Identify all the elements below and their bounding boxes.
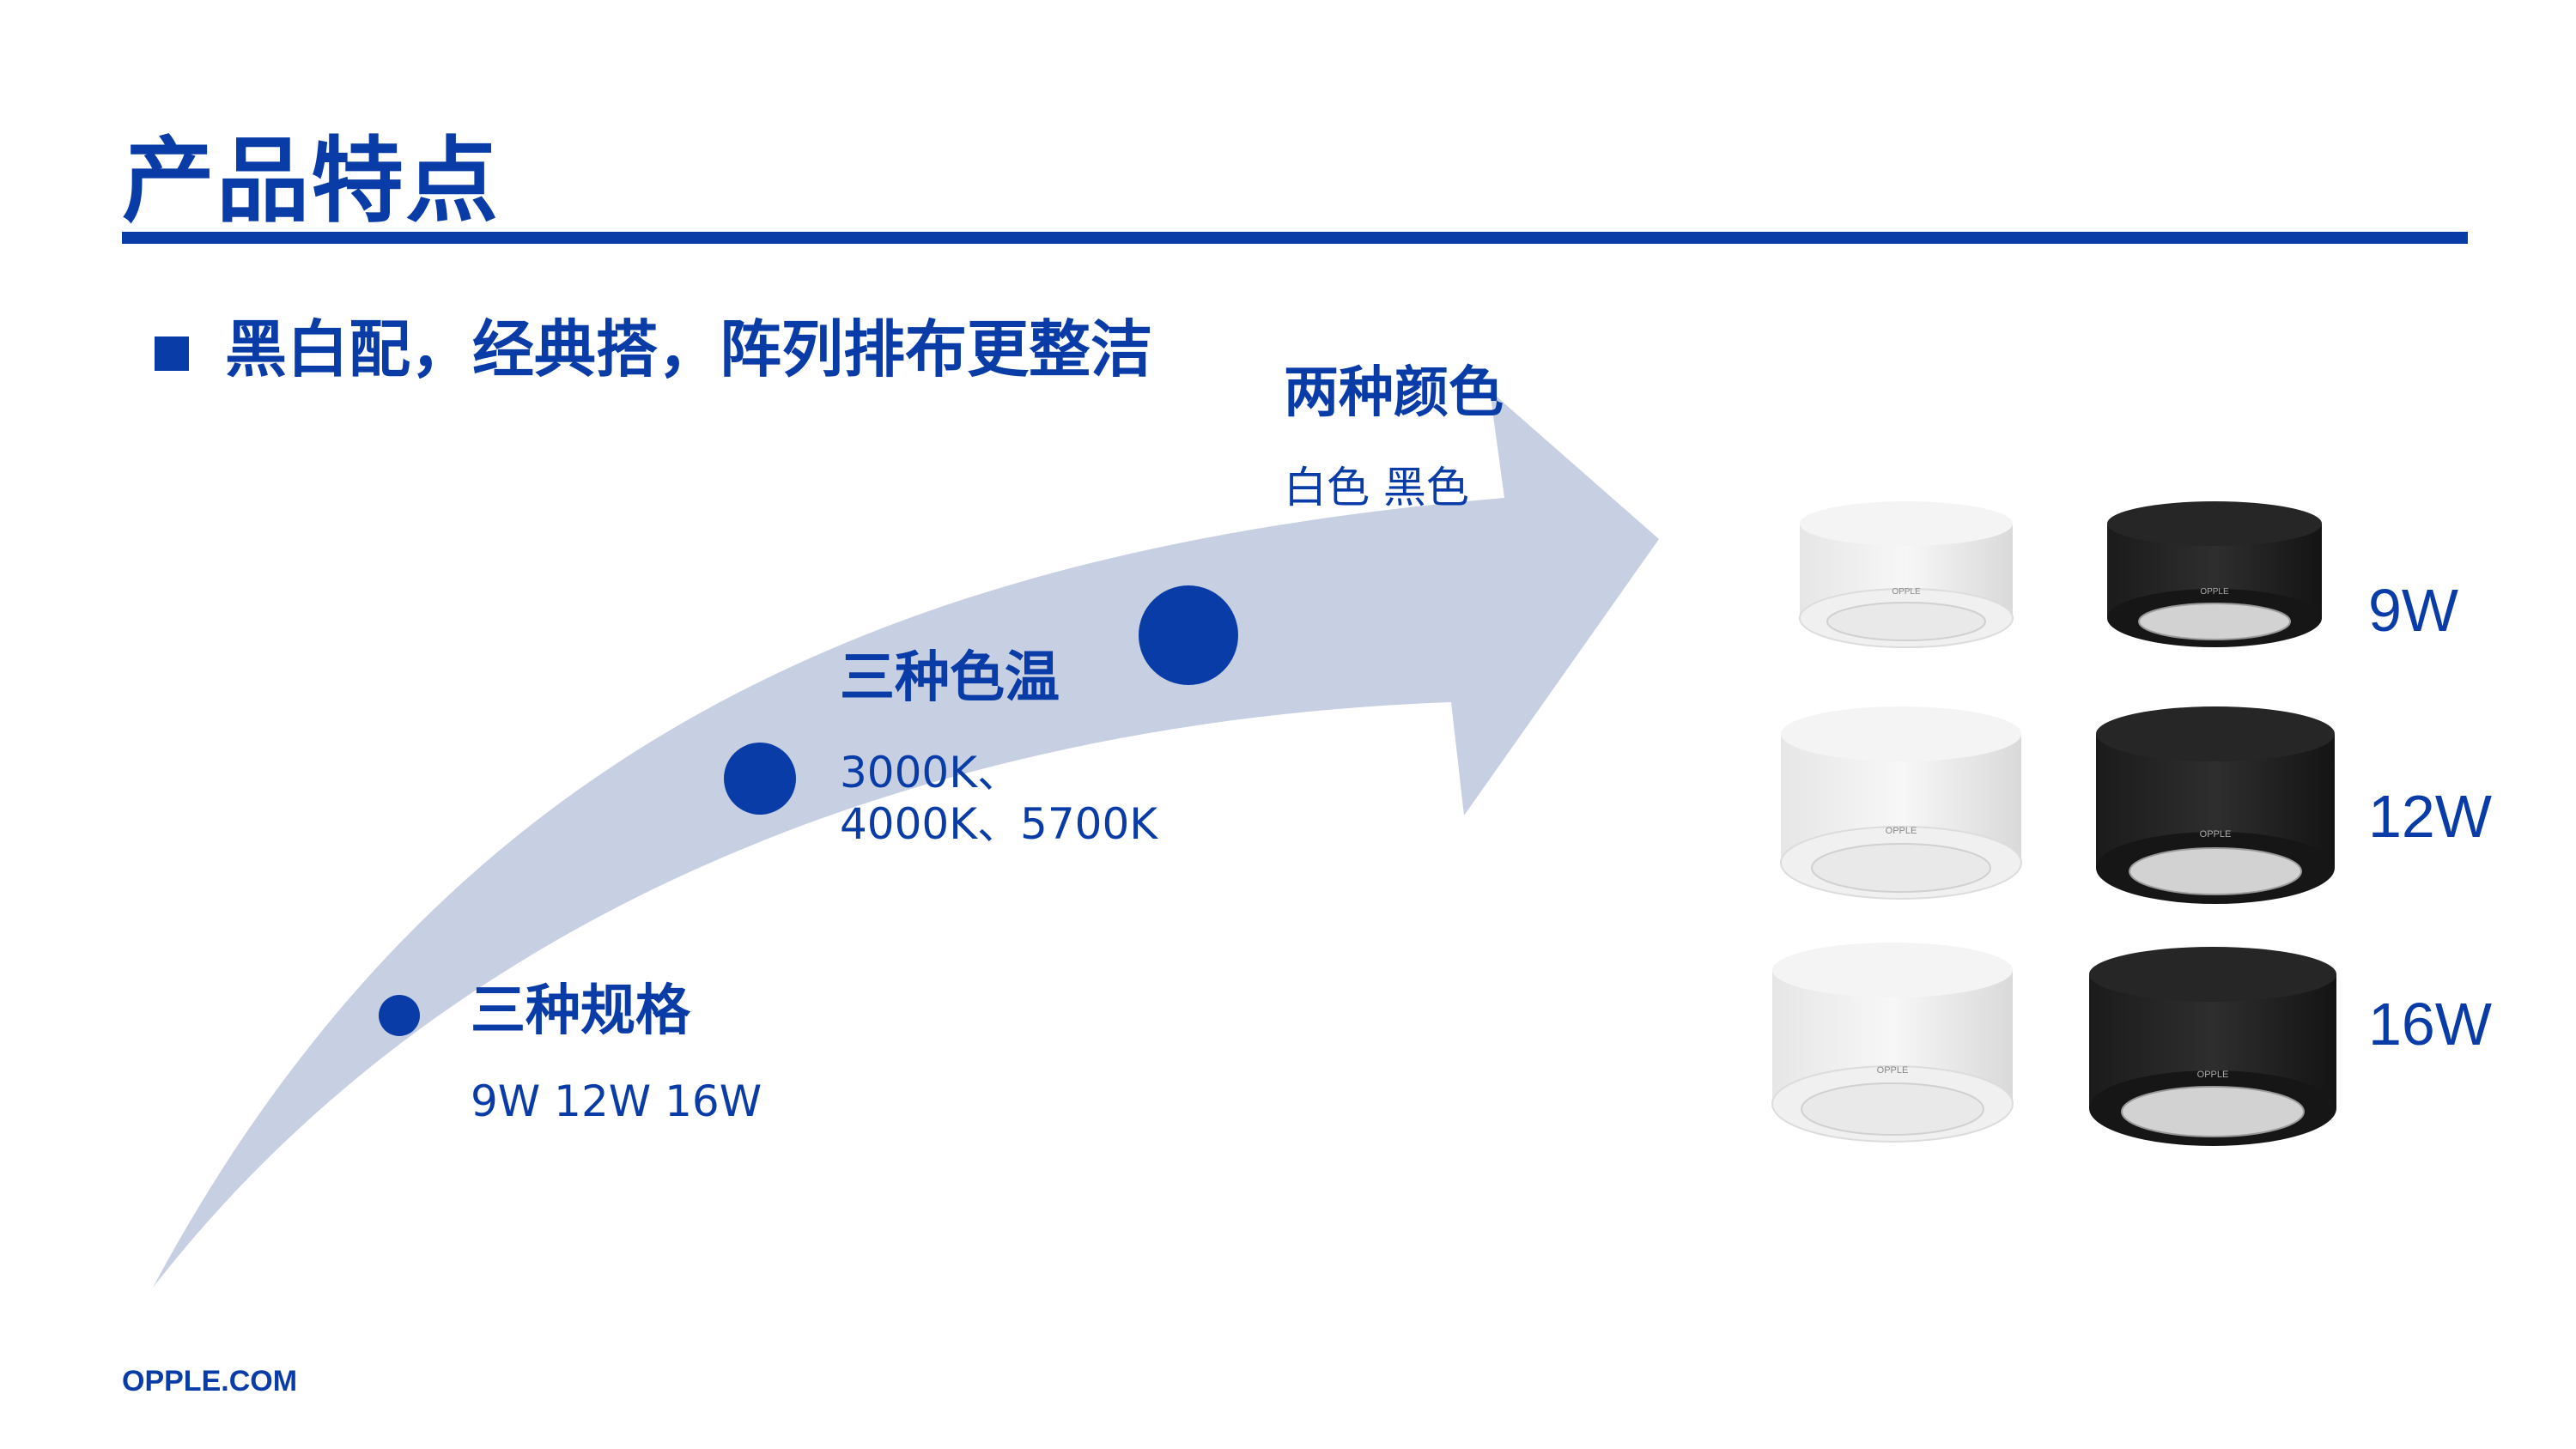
step-desc-color-temp: 3000K、4000K、5700K (840, 748, 1158, 849)
step-dot-2 (724, 743, 796, 815)
feature-headline: 黑白配，经典搭，阵列排布更整洁 (225, 313, 1153, 385)
step-dot-1 (379, 995, 420, 1036)
brand-mark: OPPLE (2200, 829, 2232, 840)
progress-arrow-shape (153, 391, 1659, 1288)
black-downlight-16w-image: OPPLE (2089, 947, 2336, 1146)
wattage-label-16w: 16W (2368, 991, 2492, 1058)
brand-mark: OPPLE (2197, 1070, 2229, 1080)
white-downlight-9w-image: OPPLE (1799, 501, 2014, 648)
brand-mark: OPPLE (1892, 587, 1921, 597)
step-title-colors: 两种颜色 (1284, 361, 1504, 425)
footer-website: OPPLE.COM (122, 1365, 298, 1397)
black-downlight-9w-image: OPPLE (2107, 501, 2322, 647)
brand-mark: OPPLE (1877, 1065, 1909, 1076)
step-dot-3 (1139, 585, 1238, 685)
step-desc-colors: 白色 黑色 (1284, 463, 1469, 512)
bullet-square-icon (155, 336, 189, 371)
white-downlight-12w-image: OPPLE (1780, 706, 2022, 900)
wattage-label-12w: 12W (2368, 783, 2492, 850)
step-title-color-temp: 三种色温 (840, 646, 1060, 710)
white-downlight-16w-image: OPPLE (1771, 943, 2014, 1143)
page-title: 产品特点 (122, 128, 501, 235)
title-underline (122, 232, 2468, 244)
black-downlight-12w-image: OPPLE (2096, 706, 2335, 904)
step-desc-sizes: 9W 12W 16W (471, 1076, 762, 1126)
step-title-sizes: 三种规格 (471, 979, 690, 1043)
wattage-label-9w: 9W (2368, 577, 2458, 644)
brand-mark: OPPLE (2200, 587, 2229, 597)
brand-mark: OPPLE (1886, 826, 1917, 836)
